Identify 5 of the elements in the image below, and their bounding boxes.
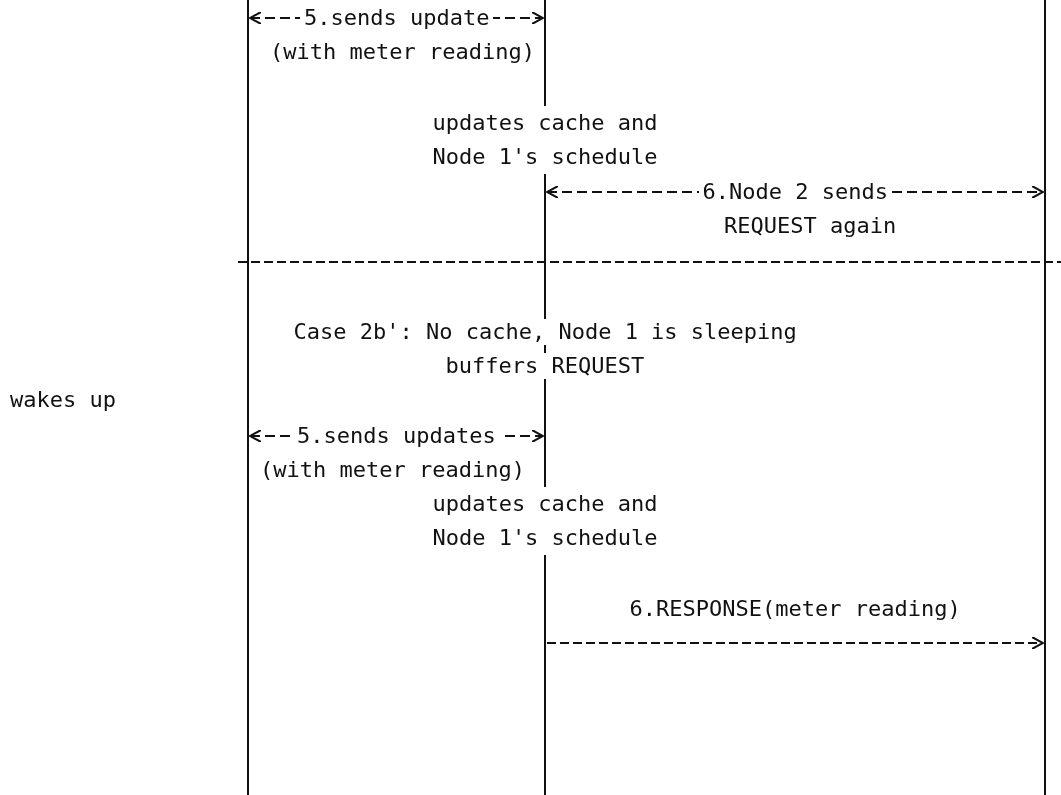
lifeline [247,0,249,795]
note-text: buffers REQUEST [445,353,645,379]
section-heading: Case 2b': No cache, Node 1 is sleeping [293,319,797,345]
lifeline [1044,0,1046,795]
arrow [546,636,1044,650]
